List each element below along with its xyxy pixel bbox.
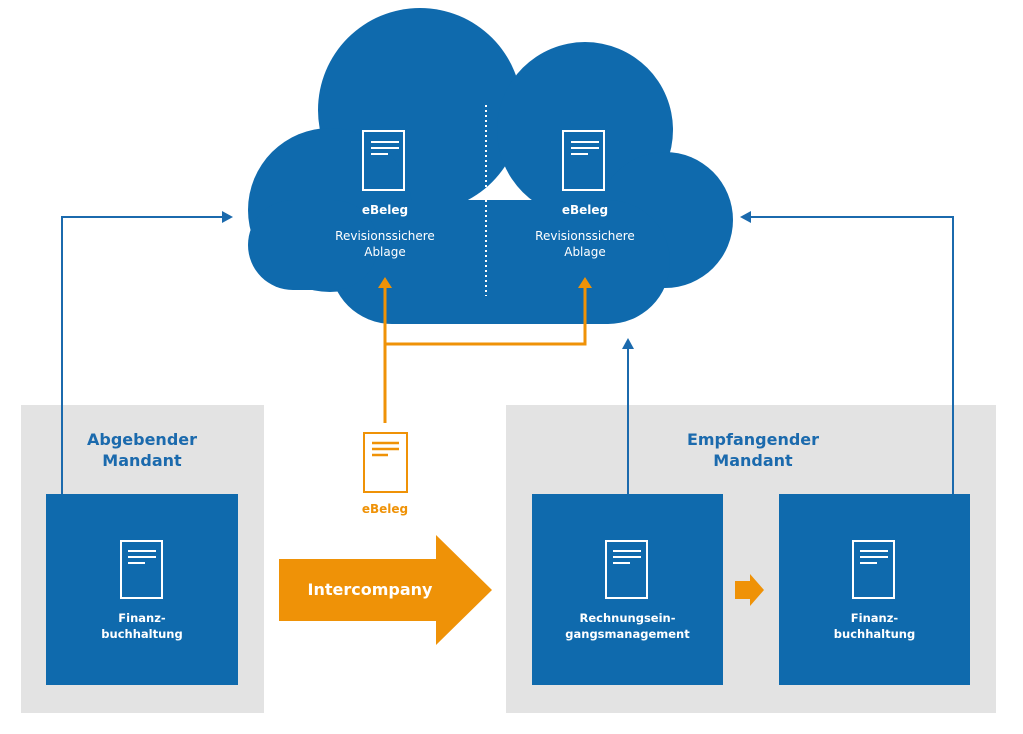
ebeleg-doc-icon <box>363 432 408 493</box>
panel-left-title-2: Mandant <box>102 451 182 470</box>
panel-right-title-1: Empfangender <box>686 430 820 449</box>
box-left-label-2: buchhaltung <box>101 627 183 641</box>
doc-icon <box>362 130 405 191</box>
cloud <box>248 8 733 324</box>
doc-icon <box>605 540 648 599</box>
intercompany-label: Intercompany <box>307 580 433 599</box>
small-orange-arrow <box>735 574 764 606</box>
intercompany-arrow <box>279 535 492 645</box>
doc-icon <box>852 540 895 599</box>
orange-arrowhead <box>378 277 392 288</box>
cloud-left-title: eBeleg <box>361 203 409 217</box>
box-middle-label-1: Rechnungsein- <box>579 611 676 625</box>
box-rechnungseingang <box>532 494 723 685</box>
panel-left-title-1: Abgebender <box>86 430 198 449</box>
left-arrowhead <box>222 211 233 223</box>
panel-right-title-2: Mandant <box>713 451 793 470</box>
orange-connector <box>383 286 587 423</box>
doc-icon <box>562 130 605 191</box>
cloud-right-title: eBeleg <box>561 203 609 217</box>
box-finanzbuchhaltung-right <box>779 494 970 685</box>
box-left-label-1: Finanz- <box>118 611 166 625</box>
right-arrowhead <box>740 211 751 223</box>
cloud-right-sub-2: Ablage <box>564 245 606 259</box>
box-right-label-2: buchhaltung <box>833 627 916 641</box>
right-connector <box>751 216 954 495</box>
cloud-left-sub-1: Revisionssichere <box>335 229 435 243</box>
doc-icon <box>120 540 163 599</box>
ebeleg-doc-label: eBeleg <box>361 502 409 516</box>
box-finanzbuchhaltung-left <box>46 494 238 685</box>
left-connector <box>61 216 222 495</box>
box-middle-label-2: gangsmanagement <box>565 627 690 641</box>
middle-arrowhead <box>622 338 634 349</box>
orange-arrowhead <box>578 277 592 288</box>
cloud-right-sub-1: Revisionssichere <box>535 229 635 243</box>
cloud-left-sub-2: Ablage <box>364 245 406 259</box>
box-right-label-1: Finanz- <box>850 611 899 625</box>
